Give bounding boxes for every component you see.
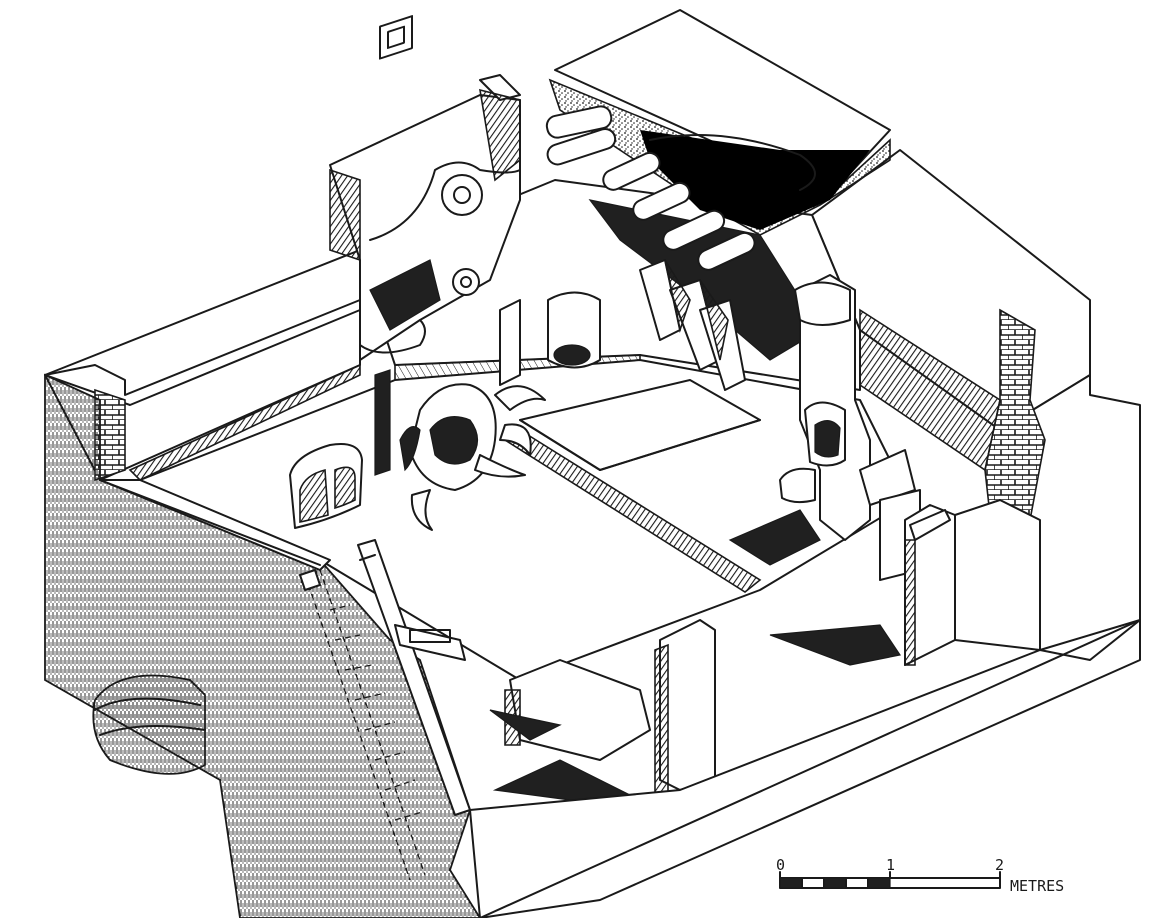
scale-unit-label: METRES	[1010, 877, 1064, 895]
back-pillar	[374, 299, 521, 476]
front-right-walls	[654, 499, 1041, 802]
right-pillar-steps	[728, 274, 921, 581]
stone-roller	[92, 674, 206, 775]
ladder	[299, 539, 471, 881]
scale-tick-2: 2	[995, 856, 1004, 874]
front-base-block	[489, 659, 651, 801]
beam	[545, 105, 756, 271]
claw-ornament	[399, 383, 546, 531]
scale-bar: 0 1 2 METRES	[776, 856, 1064, 895]
hanging-timbers	[639, 259, 746, 391]
scale-tick-1: 1	[886, 856, 895, 874]
front-base-wall	[469, 619, 1141, 918]
roof-beams	[545, 105, 821, 391]
back-wall-niche	[547, 291, 601, 369]
roof-slab	[548, 9, 891, 236]
scale-tick-0: 0	[776, 856, 785, 874]
upper-corner-structure	[329, 15, 521, 361]
left-wall-window	[289, 443, 363, 529]
